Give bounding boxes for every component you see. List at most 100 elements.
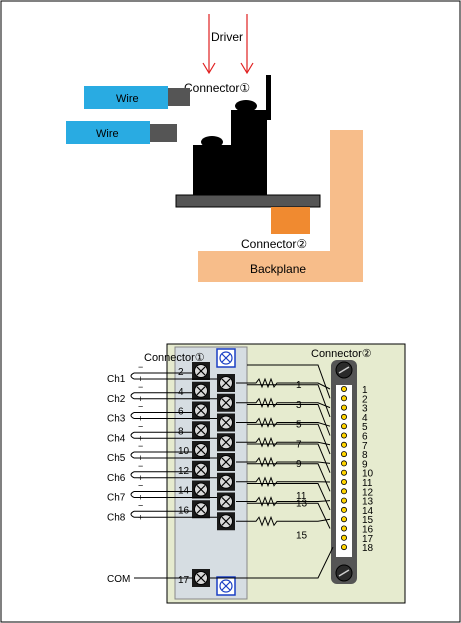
connector2-pin xyxy=(340,404,347,411)
minus-sign: − xyxy=(138,421,143,431)
connector1-block xyxy=(193,75,271,195)
mounting-screw-bottom xyxy=(216,576,236,596)
connector2-pin-label: 2 xyxy=(362,394,368,405)
terminal-screw-odd-slot xyxy=(221,477,231,487)
connector2-pin xyxy=(340,534,347,541)
connector2-pin-label: 4 xyxy=(362,413,368,424)
connector2-pin-label: 1 xyxy=(362,385,368,396)
driver-arrows xyxy=(202,14,254,75)
driver-label: Driver xyxy=(211,30,243,44)
connector2-pin xyxy=(340,395,347,402)
plus-sign: + xyxy=(138,374,143,384)
wire-label: Wire xyxy=(116,93,139,105)
connector2-screw-bottom xyxy=(335,564,353,582)
minus-sign: − xyxy=(138,481,143,491)
plus-sign: + xyxy=(138,473,143,483)
top-illustration: Driver Connector① Wire Wire Backplane xyxy=(66,14,363,282)
channel-wire-bend xyxy=(130,451,135,459)
minus-sign: − xyxy=(138,402,143,412)
channel-label: Ch6 xyxy=(107,473,126,484)
channel-wire-bend xyxy=(130,471,135,479)
connector2-pin xyxy=(340,516,347,523)
connector2-pin xyxy=(340,497,347,504)
terminal-screw-even-slot xyxy=(196,504,206,514)
terminal-screw-odd-slot xyxy=(221,497,231,506)
connector1-label-top: Connector① xyxy=(184,81,250,95)
channel-wire-bend xyxy=(130,372,135,380)
channel-label: Ch7 xyxy=(107,493,126,504)
route-wire xyxy=(247,502,331,529)
channel-wire-bend xyxy=(130,412,135,419)
connector2-pin xyxy=(340,478,347,485)
odd-pin-label: 5 xyxy=(296,420,302,431)
route-wire xyxy=(247,443,331,473)
wire-lower: Wire xyxy=(66,121,177,144)
terminal-screw-odd-slot xyxy=(221,378,231,388)
channel-wire-bend xyxy=(130,392,135,400)
wire-upper: Wire xyxy=(84,86,190,109)
com-route-wire xyxy=(210,546,334,579)
channel-wire-bend xyxy=(130,491,135,498)
connector2-pin-label: 5 xyxy=(362,422,368,433)
channel-label: Ch8 xyxy=(107,512,126,523)
minus-sign: − xyxy=(138,382,143,392)
odd-pin-label: 11 xyxy=(296,491,307,502)
connector2-pin-label: 7 xyxy=(362,441,368,452)
connector2-screw-top xyxy=(335,361,353,379)
connector2-pin xyxy=(340,460,347,467)
connector2-pin xyxy=(340,432,347,439)
com-pin-label: 17 xyxy=(178,575,190,586)
com-label: COM xyxy=(107,574,130,585)
odd-pin-label: 7 xyxy=(296,439,302,450)
connector2-pin-label: 14 xyxy=(362,506,374,517)
connector2-pin xyxy=(340,441,347,448)
channel-label: Ch5 xyxy=(107,453,126,464)
plus-sign: + xyxy=(138,512,143,522)
pcb-board xyxy=(175,194,321,208)
channel-label: Ch2 xyxy=(107,394,126,405)
connector2-pin-label: 16 xyxy=(362,525,374,536)
terminal-screw-odd-slot xyxy=(221,516,231,526)
plus-sign: + xyxy=(138,493,143,503)
connector2-pin xyxy=(340,488,347,495)
terminal-screw-even-slot xyxy=(196,386,206,396)
minus-sign: − xyxy=(138,362,143,372)
odd-pin-label: 3 xyxy=(296,400,302,411)
terminal-screw-odd-slot xyxy=(221,418,231,427)
connector2-block xyxy=(271,207,310,234)
wiring-diagram: Connector① Connector② 123456789101112131… xyxy=(107,343,406,604)
terminal-screw-odd-slot xyxy=(221,457,231,467)
minus-sign: − xyxy=(138,461,143,471)
connector2-pin-label: 8 xyxy=(362,450,368,461)
wiring-dynamic: 1234567891011121314151617182−+Ch114−+Ch2… xyxy=(107,362,374,587)
channel-wire-bend xyxy=(130,431,135,439)
minus-sign: − xyxy=(138,441,143,451)
terminal-screw-even-slot xyxy=(196,425,206,435)
connector2-pin-label: 11 xyxy=(362,478,373,489)
route-wire xyxy=(247,404,331,436)
connector2-pin-label: 10 xyxy=(362,469,374,480)
odd-pin-label: 13 xyxy=(296,499,308,510)
route-wire xyxy=(247,423,331,455)
connector2-pin xyxy=(340,385,347,392)
connector2-pin-label: 17 xyxy=(362,534,374,545)
odd-pin-label: 15 xyxy=(296,530,308,541)
wire-body xyxy=(66,121,150,144)
terminal-screw-even-slot xyxy=(196,406,206,415)
terminal-screw-even-slot xyxy=(196,465,206,475)
route-wire xyxy=(247,463,331,492)
wire-plug xyxy=(168,88,190,106)
resistor xyxy=(236,515,300,527)
channel-label: Ch1 xyxy=(107,374,126,385)
connector2-pin xyxy=(340,423,347,430)
wire-label: Wire xyxy=(96,128,119,140)
backplane-label: Backplane xyxy=(250,262,306,276)
connector2-pin xyxy=(340,506,347,513)
connector2-label-top: Connector② xyxy=(241,237,307,251)
connector2-pin xyxy=(340,451,347,458)
connector2-pin xyxy=(340,469,347,476)
terminal-screw-odd-slot xyxy=(221,437,231,447)
connector2-pin-label: 15 xyxy=(362,515,374,526)
channel-label: Ch3 xyxy=(107,414,126,425)
